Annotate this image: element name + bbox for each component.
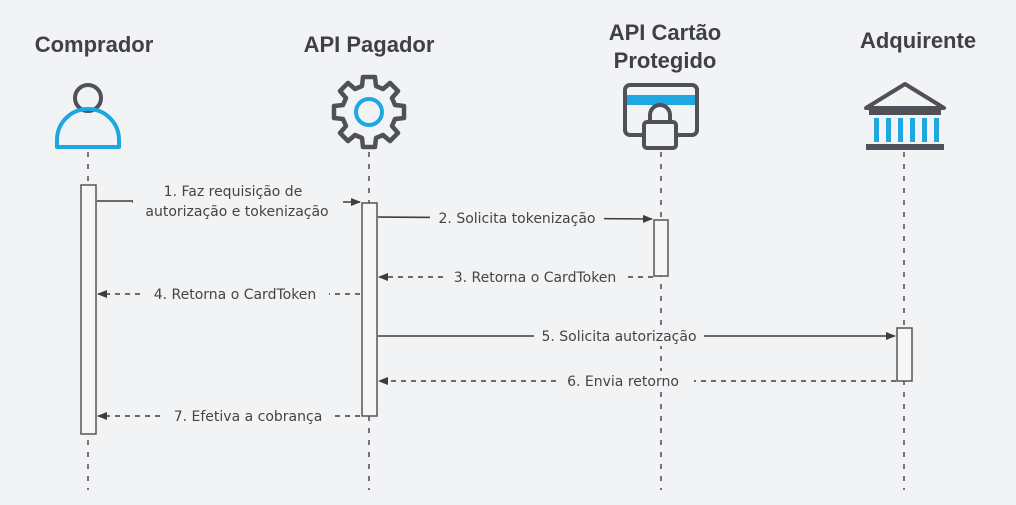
message-label-1-line1: 1. Faz requisição de xyxy=(164,184,303,200)
message-7: 7. Efetiva a cobrança xyxy=(97,406,360,426)
activation-api-pagador xyxy=(361,202,378,417)
label-bg-2 xyxy=(430,208,604,228)
message-4: 4. Retorna o CardToken xyxy=(97,284,360,304)
message-6: 6. Envia retorno xyxy=(378,371,896,391)
message-label-4: 4. Retorna o CardToken xyxy=(154,287,317,303)
activation-adquirente xyxy=(896,327,913,382)
message-label-3: 3. Retorna o CardToken xyxy=(454,270,617,286)
label-bg-5 xyxy=(534,326,704,346)
actor-header-comprador: Comprador xyxy=(35,32,154,57)
message-label-6: 6. Envia retorno xyxy=(567,374,679,390)
message-3: 3. Retorna o CardToken xyxy=(378,267,653,287)
gear-icon xyxy=(331,74,407,150)
label-bg-7 xyxy=(165,406,333,426)
user-icon xyxy=(55,83,121,149)
message-label-2: 2. Solicita tokenização xyxy=(439,211,596,227)
label-bg-4 xyxy=(141,284,329,304)
message-2: 2. Solicita tokenização xyxy=(377,208,653,228)
label-bg-3 xyxy=(443,267,627,287)
message-1: 1. Faz requisição de autorização e token… xyxy=(97,180,361,220)
card-lock-icon xyxy=(623,83,699,150)
actor-title-comprador: Comprador xyxy=(35,32,154,57)
actor-title-api-cartao-line2: Protegido xyxy=(614,48,717,73)
actor-header-api-pagador: API Pagador xyxy=(304,32,435,57)
actor-title-adquirente: Adquirente xyxy=(860,28,976,53)
label-bg-6 xyxy=(556,371,694,391)
actor-header-adquirente: Adquirente xyxy=(860,28,976,53)
message-label-1-line2: autorização e tokenização xyxy=(145,204,328,220)
activation-api-cartao xyxy=(653,219,669,277)
activation-comprador xyxy=(80,184,97,435)
actor-title-api-pagador: API Pagador xyxy=(304,32,435,57)
message-5: 5. Solicita autorização xyxy=(378,326,896,346)
bank-icon xyxy=(864,82,946,150)
label-bg-1 xyxy=(133,180,343,220)
actor-title-api-cartao-line1: API Cartão xyxy=(609,20,721,45)
message-label-5: 5. Solicita autorização xyxy=(541,329,696,345)
message-label-7: 7. Efetiva a cobrança xyxy=(174,409,323,425)
actor-header-api-cartao: API Cartão Protegido xyxy=(609,20,721,73)
